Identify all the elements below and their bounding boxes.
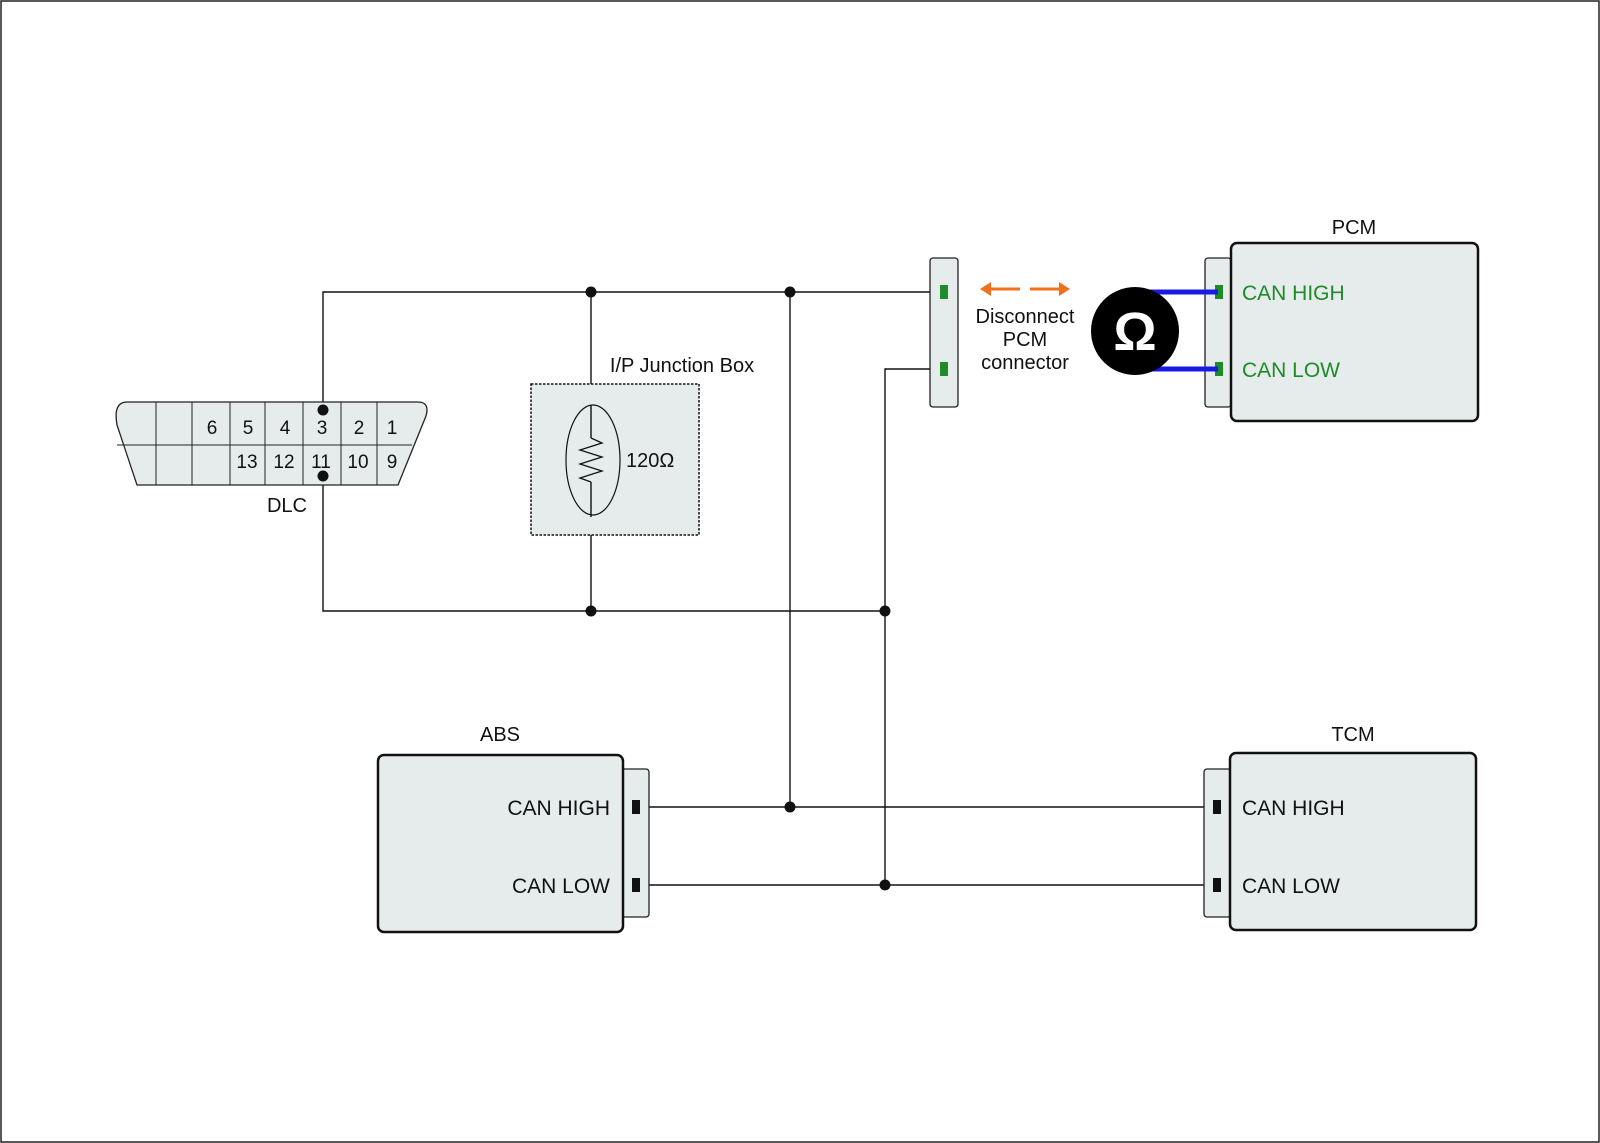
pcm-body xyxy=(1229,241,1480,423)
ohmmeter: Ω xyxy=(1091,287,1218,375)
abs-can-high: CAN HIGH xyxy=(507,797,610,820)
dlc-pin-9: 9 xyxy=(387,452,398,473)
dlc-pin-5: 5 xyxy=(243,418,254,439)
tcm-can-high: CAN HIGH xyxy=(1242,797,1345,820)
harness-pin-low xyxy=(940,362,948,376)
abs-can-low: CAN LOW xyxy=(512,875,610,898)
harness-pin-high xyxy=(940,285,948,299)
abs-module: ABS CAN HIGH CAN LOW xyxy=(376,724,650,934)
dlc-connector: 6 5 4 3 2 1 13 12 11 10 9 DLC xyxy=(115,401,428,517)
dlc-pin-3: 3 xyxy=(317,418,328,439)
dlc-body xyxy=(115,401,428,486)
dlc-pin-13: 13 xyxy=(236,452,257,473)
tcm-body xyxy=(1228,751,1478,932)
wire-dlc11-to-low-bus xyxy=(322,474,885,612)
junction-box-label: I/P Junction Box xyxy=(610,355,754,377)
ohmmeter-symbol: Ω xyxy=(1113,302,1156,362)
dlc-pin-6: 6 xyxy=(207,418,218,439)
dlc-pin-12: 12 xyxy=(273,452,294,473)
tcm-module: TCM CAN HIGH CAN LOW xyxy=(1203,724,1478,932)
instruction-line-1: Disconnect xyxy=(976,306,1075,328)
ip-junction-box: I/P Junction Box 120Ω xyxy=(530,355,754,536)
abs-body xyxy=(376,753,625,934)
dlc-pin-4: 4 xyxy=(280,418,291,439)
splice-high-junction xyxy=(585,286,597,298)
resistor-symbol xyxy=(577,437,605,483)
pcm-pin-high xyxy=(1215,285,1223,299)
tcm-pin-low xyxy=(1213,878,1221,892)
splice-abs-tcm-high xyxy=(784,801,796,813)
instruction-line-3: connector xyxy=(981,352,1069,374)
abs-pin-high xyxy=(632,800,640,814)
wire-dlc3-to-pcm-high xyxy=(322,291,941,422)
splice-low-junction xyxy=(585,605,597,617)
disconnect-instruction: Disconnect PCM connector xyxy=(976,306,1075,374)
disconnect-arrows xyxy=(980,282,1070,296)
abs-label: ABS xyxy=(480,724,520,746)
splice-dlc-pin-11 xyxy=(317,470,329,482)
dlc-pin-10: 10 xyxy=(347,452,368,473)
pcm-can-high: CAN HIGH xyxy=(1242,282,1345,305)
abs-pin-low xyxy=(632,878,640,892)
ohmmeter-icon xyxy=(1091,287,1179,375)
tcm-connector-tab xyxy=(1203,768,1232,918)
tcm-label: TCM xyxy=(1331,724,1374,746)
arrow-right-icon xyxy=(1059,282,1070,296)
resistor-value: 120Ω xyxy=(626,450,674,472)
pcm-pin-low xyxy=(1215,362,1223,376)
tcm-pin-high xyxy=(1213,800,1221,814)
splice-low-bus xyxy=(879,605,891,617)
pcm-module: PCM CAN HIGH CAN LOW xyxy=(1204,217,1480,423)
splice-dlc-pin-3 xyxy=(317,404,329,416)
splice-abs-tcm-low xyxy=(879,879,891,891)
pcm-label: PCM xyxy=(1332,217,1376,239)
harness-connector-body xyxy=(929,257,959,408)
pcm-connector-tab xyxy=(1204,257,1232,408)
wire-low-bus-to-pcm xyxy=(884,368,941,885)
dlc-pin-11: 11 xyxy=(311,452,331,473)
instruction-line-2: PCM xyxy=(1003,329,1047,351)
tcm-can-low: CAN LOW xyxy=(1242,875,1340,898)
dlc-cell-dividers xyxy=(155,402,378,485)
splice-points xyxy=(317,286,891,891)
pcm-can-low: CAN LOW xyxy=(1242,359,1340,382)
dlc-pin-1: 1 xyxy=(387,418,398,439)
pcm-harness-connector xyxy=(929,257,959,408)
dlc-label: DLC xyxy=(267,495,307,517)
dlc-pin-2: 2 xyxy=(354,418,365,439)
splice-high-bus xyxy=(784,286,796,298)
arrow-left-icon xyxy=(980,282,991,296)
